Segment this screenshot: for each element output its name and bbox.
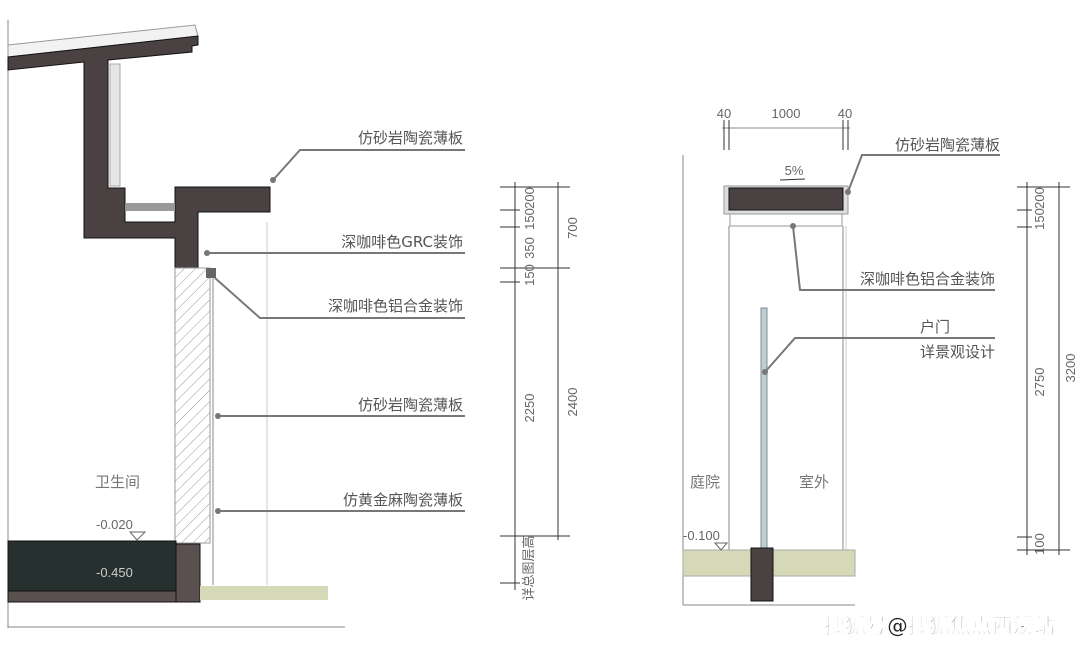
left-section: -0.020 -0.450 卫生间 仿砂岩陶瓷薄板 深咖啡色GRC装饰 深咖啡色… <box>7 20 580 628</box>
leader-lines <box>764 154 1000 373</box>
level-label: -0.020 <box>96 517 133 532</box>
eave-trim <box>109 63 121 187</box>
material-label: 深咖啡色铝合金装饰 <box>328 297 463 315</box>
svg-text:350: 350 <box>522 237 537 259</box>
material-label: 仿黄金麻陶瓷薄板 <box>343 491 463 509</box>
concrete-structure <box>7 35 271 269</box>
right-section: 40 1000 40 5% -0.100 庭院 室外 仿砂岩陶瓷薄板 深咖啡色铝… <box>682 106 1078 606</box>
dimension-lines <box>1017 182 1070 555</box>
slope-arrow-icon <box>779 178 806 181</box>
material-label: 户门 <box>920 318 950 336</box>
dimension-label: 40 <box>838 106 852 121</box>
material-label: 深咖啡色铝合金装饰 <box>860 270 995 288</box>
dimension-label: 2750 <box>1032 368 1047 397</box>
room-label: 庭院 <box>690 473 720 491</box>
door-panel <box>760 307 768 551</box>
level-label: -0.450 <box>96 565 133 580</box>
dimension-label: 150 <box>1032 208 1047 230</box>
pond-water <box>7 540 177 592</box>
dimension-label: 1000 <box>772 106 801 121</box>
dimension-lines <box>500 182 570 590</box>
gutter-fill <box>125 203 175 211</box>
material-label: 深咖啡色GRC装饰 <box>341 233 463 251</box>
dimension-label: 40 <box>717 106 731 121</box>
svg-text:2250: 2250 <box>522 394 537 423</box>
pond-base <box>7 590 177 603</box>
top-dimension-ticks <box>723 120 849 150</box>
svg-text:详总图层高: 详总图层高 <box>521 535 536 600</box>
aluminum-trim <box>729 213 843 227</box>
svg-text:2400: 2400 <box>565 388 580 417</box>
door-footing <box>750 547 774 602</box>
soil-layer <box>200 586 328 600</box>
leader-dots <box>204 177 276 514</box>
dimension-labels: 200 150 350 150 2250 700 2400 详总图层高 <box>521 187 580 600</box>
svg-text:700: 700 <box>565 217 580 239</box>
coping-concrete <box>728 187 844 211</box>
pond-edge <box>175 543 201 603</box>
material-label: 仿砂岩陶瓷薄板 <box>358 129 463 147</box>
svg-text:150: 150 <box>522 208 537 230</box>
dimension-label: 3200 <box>1063 354 1078 383</box>
leader-dots <box>762 189 851 375</box>
aluminum-trim <box>206 268 216 278</box>
material-label: 仿砂岩陶瓷薄板 <box>358 396 463 414</box>
watermark: 搜狐号@搜狐焦点西溪站 <box>824 614 1055 638</box>
leader-lines <box>207 149 465 512</box>
dimension-label: 200 <box>1032 187 1047 209</box>
material-label: 详景观设计 <box>920 343 995 361</box>
material-label: 仿砂岩陶瓷薄板 <box>895 136 1000 154</box>
level-marker-icon <box>128 531 147 541</box>
level-label: -0.100 <box>683 528 720 543</box>
svg-text:150: 150 <box>522 264 537 286</box>
slope-label: 5% <box>785 163 804 178</box>
level-marker-icon <box>713 542 729 551</box>
masonry-wall <box>174 267 211 544</box>
room-label: 卫生间 <box>95 473 140 491</box>
dimension-label: 100 <box>1032 533 1047 555</box>
svg-text:200: 200 <box>522 187 537 209</box>
room-label: 室外 <box>799 473 829 491</box>
